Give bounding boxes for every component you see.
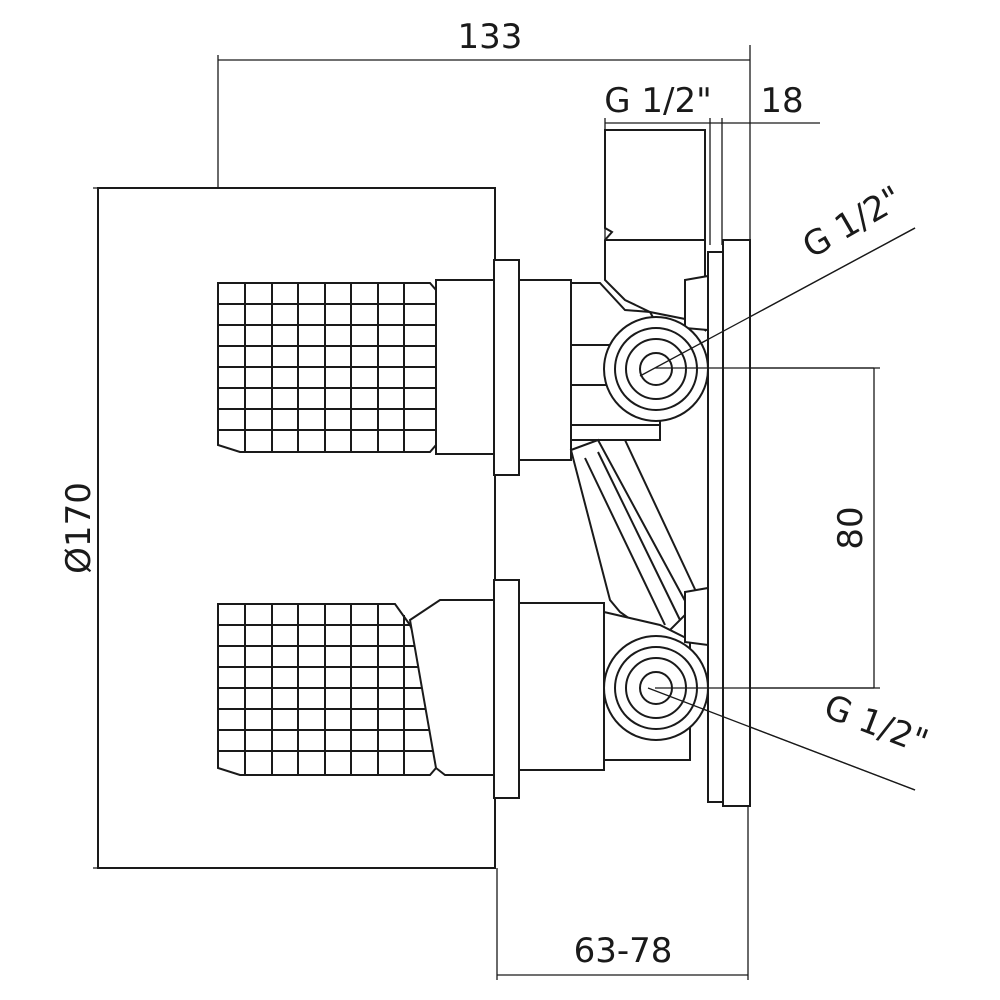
dim-overall-depth: 133 xyxy=(458,17,523,57)
dim-outlet-thread-lower: G 1/2" xyxy=(819,687,934,763)
upper-outlet xyxy=(603,316,709,422)
lower-handle xyxy=(217,603,437,776)
upper-handle xyxy=(217,282,437,453)
dim-outlet-spacing: 80 xyxy=(831,506,871,549)
mounting-plate xyxy=(684,239,751,807)
dim-diameter: Ø170 xyxy=(59,482,99,574)
dim-outlet-thread-top: G 1/2" xyxy=(604,81,712,121)
dim-outlet-thread-upper: G 1/2" xyxy=(796,178,909,266)
dim-plate-thickness: 18 xyxy=(760,81,803,121)
top-outlet-body xyxy=(604,129,706,332)
connecting-channel xyxy=(569,438,701,642)
dim-wall-depth-range: 63-78 xyxy=(574,931,673,971)
